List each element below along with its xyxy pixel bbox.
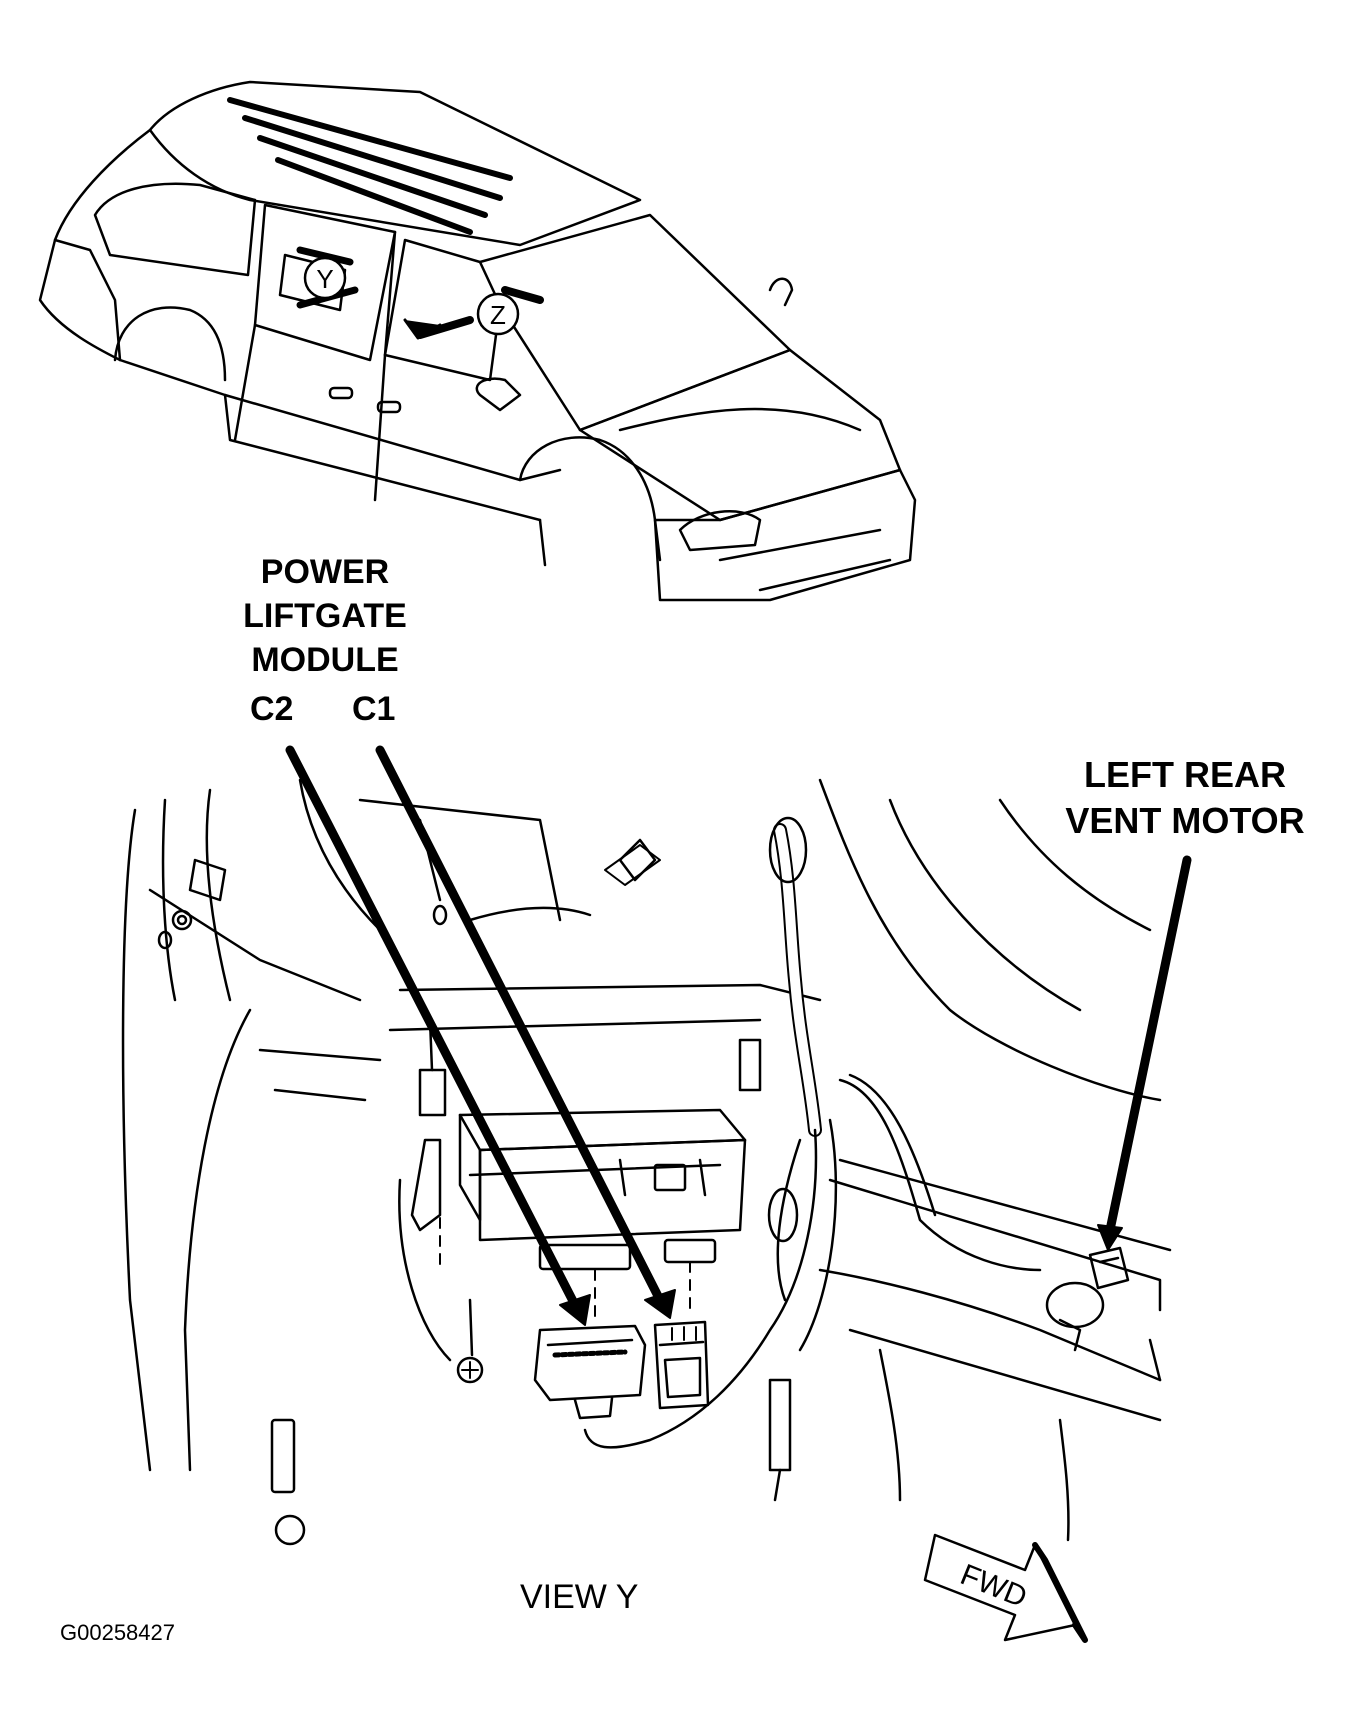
left-rear-vent-motor (1045, 1246, 1130, 1329)
minivan-illustration: Y Z (38, 80, 917, 602)
connector-c2 (533, 1324, 647, 1420)
view-y-caption: VIEW Y (520, 1578, 639, 1616)
view-y-detail: FWD (121, 745, 1192, 1643)
figure-id: G00258427 (60, 1620, 175, 1645)
vent-label-line1: LEFT REAR (1084, 754, 1286, 795)
power-liftgate-module-label: POWER LIFTGATE MODULE (200, 555, 450, 677)
vent-label-line2: VENT MOTOR (1065, 800, 1305, 841)
connector-c1-label: C1 (352, 690, 396, 728)
module-label-line3: MODULE (251, 641, 399, 679)
module-label-line2: LIFTGATE (243, 597, 407, 635)
view-z-callout: Z (490, 300, 506, 330)
connector-c2-label: C2 (250, 690, 294, 728)
view-y-callout: Y (316, 264, 333, 294)
forward-arrow-icon: FWD (923, 1533, 1088, 1643)
connector-c1 (653, 1320, 710, 1410)
module-label-line1: POWER (260, 553, 390, 591)
left-rear-vent-motor-label: LEFT REAR VENT MOTOR (1045, 757, 1325, 839)
